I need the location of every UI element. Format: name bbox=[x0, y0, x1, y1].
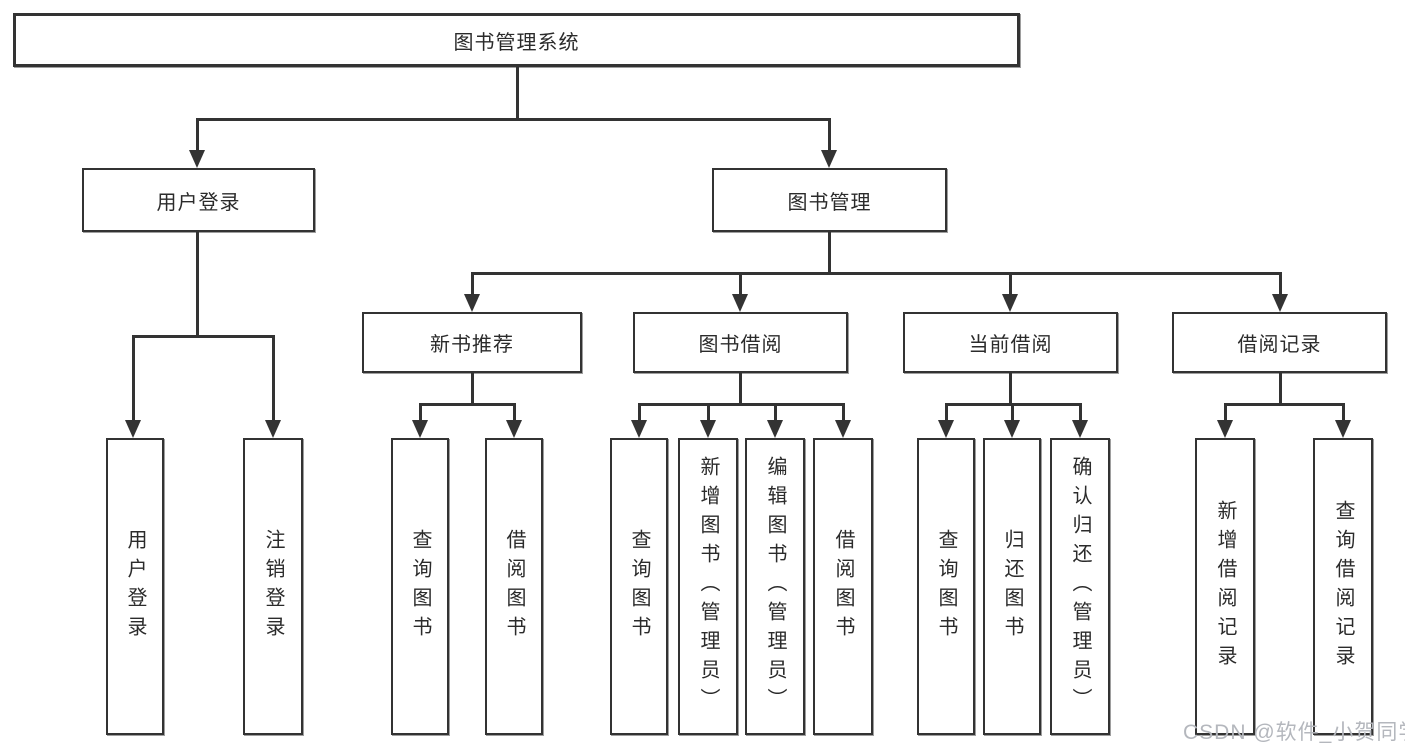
arrowhead bbox=[732, 294, 748, 312]
arrowhead bbox=[1004, 420, 1020, 438]
arrowhead bbox=[700, 420, 716, 438]
connector-line bbox=[1224, 403, 1227, 422]
connector-line bbox=[707, 403, 710, 422]
connector-line bbox=[1224, 403, 1345, 406]
leaf-borrow-books-recommend: 借阅图书 bbox=[485, 438, 543, 735]
leaf-logout: 注销登录 bbox=[243, 438, 303, 735]
leaf-label: 注销登录 bbox=[262, 528, 284, 645]
csdn-watermark: CSDN @软件_小贺同学 bbox=[1183, 721, 1405, 744]
leaf-return-books: 归还图书 bbox=[983, 438, 1041, 735]
connector-line bbox=[828, 232, 831, 275]
arrowhead bbox=[265, 420, 281, 438]
node-label: 当前借阅 bbox=[968, 334, 1053, 356]
arrowhead bbox=[1335, 420, 1351, 438]
arrowhead bbox=[1072, 420, 1088, 438]
connector-line bbox=[516, 67, 519, 118]
connector-line bbox=[739, 272, 742, 297]
arrowhead bbox=[1217, 420, 1233, 438]
leaf-label: 用户登录 bbox=[124, 528, 146, 645]
leaf-query-books-recommend: 查询图书 bbox=[391, 438, 449, 735]
connector-line bbox=[1279, 272, 1282, 297]
node-book-management: 图书管理 bbox=[712, 168, 947, 232]
connector-line bbox=[196, 118, 831, 121]
arrowhead bbox=[1272, 294, 1288, 312]
leaf-user-login: 用户登录 bbox=[106, 438, 164, 735]
connector-line bbox=[774, 403, 777, 422]
node-new-book-recommend: 新书推荐 bbox=[362, 312, 582, 373]
node-user-login: 用户登录 bbox=[82, 168, 315, 232]
leaf-label: 查询图书 bbox=[628, 528, 650, 645]
connector-line bbox=[196, 232, 199, 338]
leaf-label: 借阅图书 bbox=[503, 528, 525, 645]
node-current-borrow: 当前借阅 bbox=[903, 312, 1118, 373]
connector-line bbox=[272, 335, 275, 422]
node-label: 图书管理系统 bbox=[453, 31, 580, 54]
leaf-label: 查询图书 bbox=[409, 528, 431, 645]
connector-line bbox=[513, 403, 516, 422]
leaf-add-books-admin: 新增图书（管理员） bbox=[678, 438, 738, 735]
leaf-label: 查询借阅记录 bbox=[1332, 499, 1354, 674]
arrowhead bbox=[821, 150, 837, 168]
connector-line bbox=[945, 403, 948, 422]
connector-line bbox=[1011, 403, 1014, 422]
leaf-edit-books-admin: 编辑图书（管理员） bbox=[745, 438, 805, 735]
node-label: 图书管理 bbox=[787, 191, 872, 214]
connector-line bbox=[471, 272, 1282, 275]
leaf-label: 确认归还（管理员） bbox=[1069, 456, 1091, 717]
leaf-label: 新增图书（管理员） bbox=[697, 456, 719, 717]
arrowhead bbox=[835, 420, 851, 438]
connector-line bbox=[1342, 403, 1345, 422]
connector-line bbox=[1079, 403, 1082, 422]
connector-line bbox=[132, 335, 275, 338]
leaf-query-borrow-record: 查询借阅记录 bbox=[1313, 438, 1373, 735]
leaf-add-borrow-record: 新增借阅记录 bbox=[1195, 438, 1255, 735]
arrowhead bbox=[631, 420, 647, 438]
arrowhead bbox=[189, 150, 205, 168]
node-library-management-system: 图书管理系统 bbox=[13, 13, 1020, 67]
leaf-label: 编辑图书（管理员） bbox=[764, 456, 786, 717]
connector-line bbox=[471, 373, 474, 405]
arrowhead bbox=[506, 420, 522, 438]
arrowhead bbox=[125, 420, 141, 438]
connector-line bbox=[1009, 272, 1012, 297]
leaf-label: 查询图书 bbox=[935, 528, 957, 645]
arrowhead bbox=[1002, 294, 1018, 312]
connector-line bbox=[419, 403, 422, 422]
connector-line bbox=[1279, 373, 1282, 405]
arrowhead bbox=[767, 420, 783, 438]
leaf-label: 新增借阅记录 bbox=[1214, 499, 1236, 674]
connector-line bbox=[471, 272, 474, 297]
leaf-label: 借阅图书 bbox=[832, 528, 854, 645]
connector-line bbox=[638, 403, 641, 422]
connector-line bbox=[842, 403, 845, 422]
leaf-query-books-borrow: 查询图书 bbox=[610, 438, 668, 735]
leaf-borrow-books: 借阅图书 bbox=[813, 438, 873, 735]
node-label: 新书推荐 bbox=[430, 334, 514, 356]
connector-line bbox=[638, 403, 845, 406]
node-label: 用户登录 bbox=[156, 191, 241, 214]
connector-line bbox=[132, 335, 135, 422]
arrowhead bbox=[938, 420, 954, 438]
node-label: 借阅记录 bbox=[1237, 334, 1322, 356]
leaf-label: 归还图书 bbox=[1001, 528, 1023, 645]
arrowhead bbox=[464, 294, 480, 312]
connector-line bbox=[1009, 373, 1012, 405]
node-borrow-records: 借阅记录 bbox=[1172, 312, 1387, 373]
connector-line bbox=[419, 403, 516, 406]
arrowhead bbox=[412, 420, 428, 438]
node-label: 图书借阅 bbox=[698, 334, 783, 356]
leaf-confirm-return-admin: 确认归还（管理员） bbox=[1050, 438, 1110, 735]
leaf-query-books-current: 查询图书 bbox=[917, 438, 975, 735]
node-book-borrow: 图书借阅 bbox=[633, 312, 848, 373]
connector-line bbox=[828, 118, 831, 152]
connector-line bbox=[196, 118, 199, 152]
connector-line bbox=[739, 373, 742, 405]
